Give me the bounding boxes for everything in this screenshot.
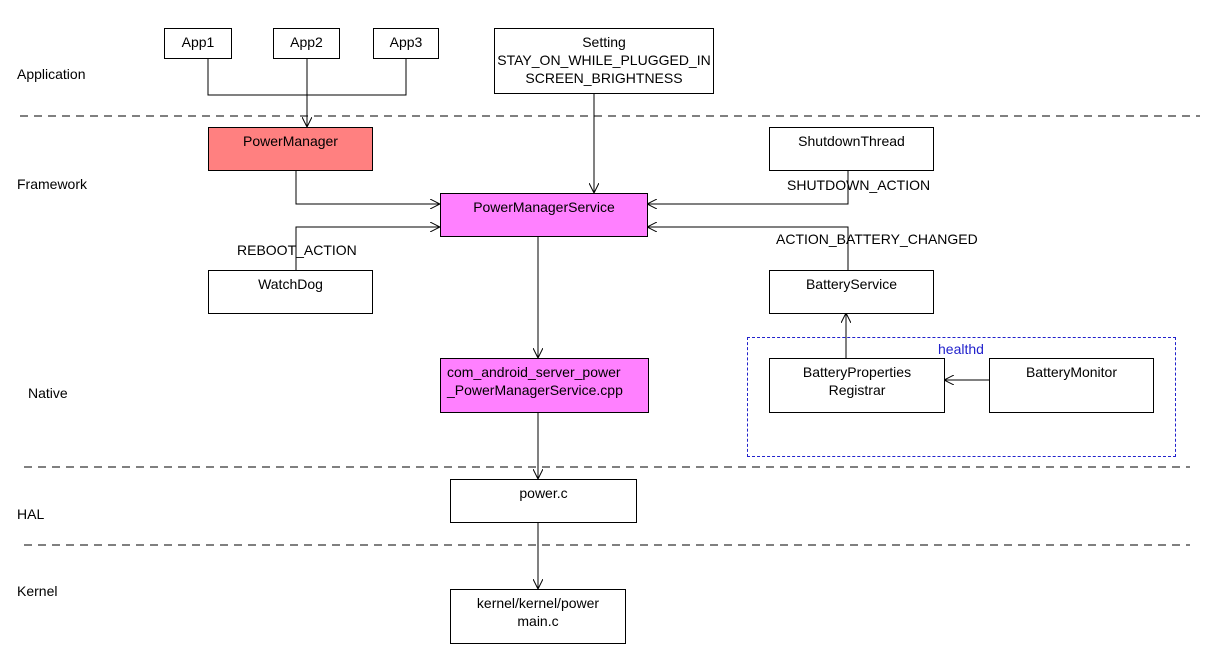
node-battery-monitor: BatteryMonitor bbox=[989, 358, 1154, 413]
layer-label-framework: Framework bbox=[17, 176, 88, 192]
layer-label-native: Native bbox=[28, 385, 68, 401]
node-text-line: App1 bbox=[181, 34, 215, 50]
node-text-line: power.c bbox=[519, 485, 568, 501]
node-shutdown-thread: ShutdownThread bbox=[769, 127, 934, 171]
node-text-line: BatteryService bbox=[805, 276, 898, 292]
node-text-line: com_android_server_power bbox=[447, 364, 621, 380]
node-watchdog: WatchDog bbox=[208, 270, 373, 314]
edge-label-action-battery-changed: ACTION_BATTERY_CHANGED bbox=[776, 231, 978, 247]
node-text-line: kernel/kernel/power bbox=[476, 595, 600, 611]
edge-label-shutdown-action: SHUTDOWN_ACTION bbox=[787, 177, 931, 193]
edge-shutdown-to-service bbox=[647, 170, 849, 204]
node-app2: App2 bbox=[273, 28, 340, 59]
edge-label-reboot-action: REBOOT_ACTION bbox=[237, 242, 357, 258]
node-power-manager: PowerManager bbox=[208, 127, 373, 171]
node-text-line: BatteryProperties bbox=[802, 364, 912, 380]
layer-label-hal: HAL bbox=[17, 506, 45, 522]
edge-watchdog-to-service bbox=[295, 227, 440, 270]
layer-label-application: Application bbox=[17, 66, 86, 82]
node-app1: App1 bbox=[164, 28, 232, 59]
node-text-line: Setting bbox=[582, 34, 626, 50]
edge-power-manager-to-service bbox=[295, 170, 440, 204]
node-text-line: App2 bbox=[290, 34, 323, 50]
node-text-line: STAY_ON_WHILE_PLUGGED_IN bbox=[497, 52, 711, 68]
node-power-c: power.c bbox=[450, 479, 637, 523]
node-text-line: ShutdownThread bbox=[798, 133, 905, 149]
layer-label-kernel: Kernel bbox=[17, 583, 58, 599]
node-app3: App3 bbox=[373, 28, 439, 59]
node-text-line: Registrar bbox=[828, 382, 886, 398]
node-kernel-power: kernel/kernel/power main.c bbox=[450, 589, 626, 644]
node-text-line: SCREEN_BRIGHTNESS bbox=[525, 70, 683, 86]
node-text-line: PowerManager bbox=[243, 133, 338, 149]
healthd-group-title: healthd bbox=[938, 341, 984, 357]
node-text-line: WatchDog bbox=[258, 276, 323, 292]
node-text-line: App3 bbox=[389, 34, 423, 50]
node-power-manager-service: PowerManagerService bbox=[440, 193, 648, 237]
node-text-line: main.c bbox=[517, 613, 559, 629]
node-jni-power-manager-service: com_android_server_power _PowerManagerSer… bbox=[440, 358, 649, 413]
node-battery-service: BatteryService bbox=[769, 270, 934, 314]
node-text-line: PowerManagerService bbox=[473, 199, 615, 215]
edge-battery-service-to-service bbox=[647, 227, 849, 270]
node-text-line: BatteryMonitor bbox=[1025, 364, 1118, 380]
healthd-group bbox=[747, 337, 1176, 457]
node-text-line: _PowerManagerService.cpp bbox=[447, 382, 623, 398]
